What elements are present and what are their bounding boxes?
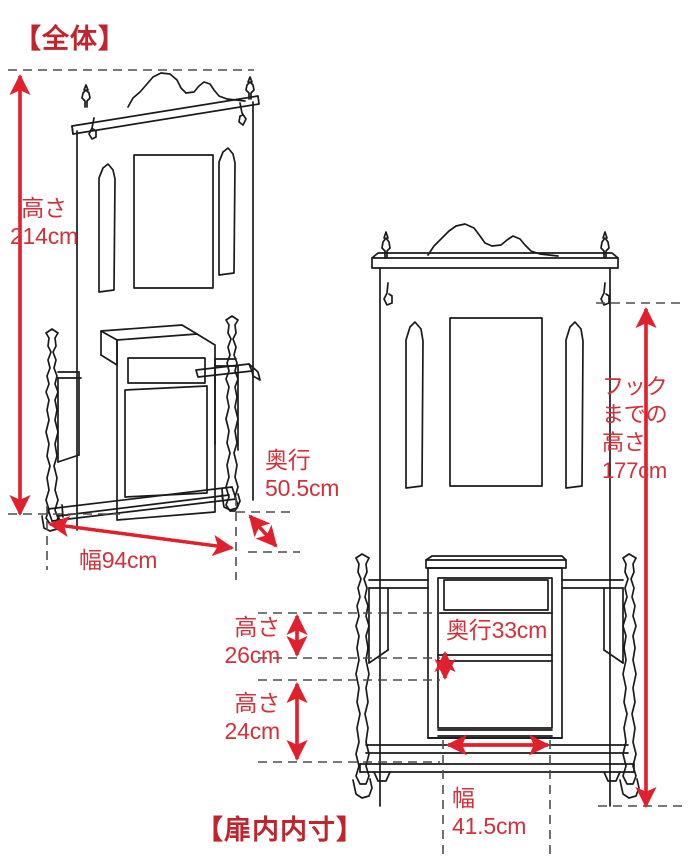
label-hook-height-line1: フック bbox=[602, 374, 668, 399]
label-hook-height-line2: までの bbox=[602, 402, 668, 427]
label-depth-line1: 奥行 bbox=[265, 447, 311, 473]
label-inner-height-24-line1: 高さ bbox=[234, 690, 280, 716]
label-inner-width-line2: 41.5cm bbox=[452, 813, 527, 839]
label-inner-height-24-line2: 24cm bbox=[224, 718, 281, 744]
label-overall-width: 幅94cm bbox=[79, 547, 158, 573]
label-overall-height-line1: 高さ bbox=[21, 195, 67, 221]
label-hook-height-line3: 高さ bbox=[602, 430, 646, 455]
label-inner-depth: 奥行33cm bbox=[446, 617, 548, 643]
label-hook-height-line4: 177cm bbox=[602, 458, 668, 483]
label-inner-width-line1: 幅 bbox=[452, 785, 475, 811]
label-depth-line2: 50.5cm bbox=[265, 475, 340, 501]
label-overall-height-line2: 214cm bbox=[9, 223, 79, 249]
label-inner-height-26-line1: 高さ bbox=[234, 614, 280, 640]
arrow-width-right bbox=[49, 522, 235, 556]
section-title-overall: 【全体】 bbox=[14, 24, 126, 54]
arrow-depth-down bbox=[248, 514, 278, 548]
section-title-inner-door: 【扉内内寸】 bbox=[196, 815, 364, 845]
label-inner-height-26-line2: 26cm bbox=[224, 642, 281, 668]
